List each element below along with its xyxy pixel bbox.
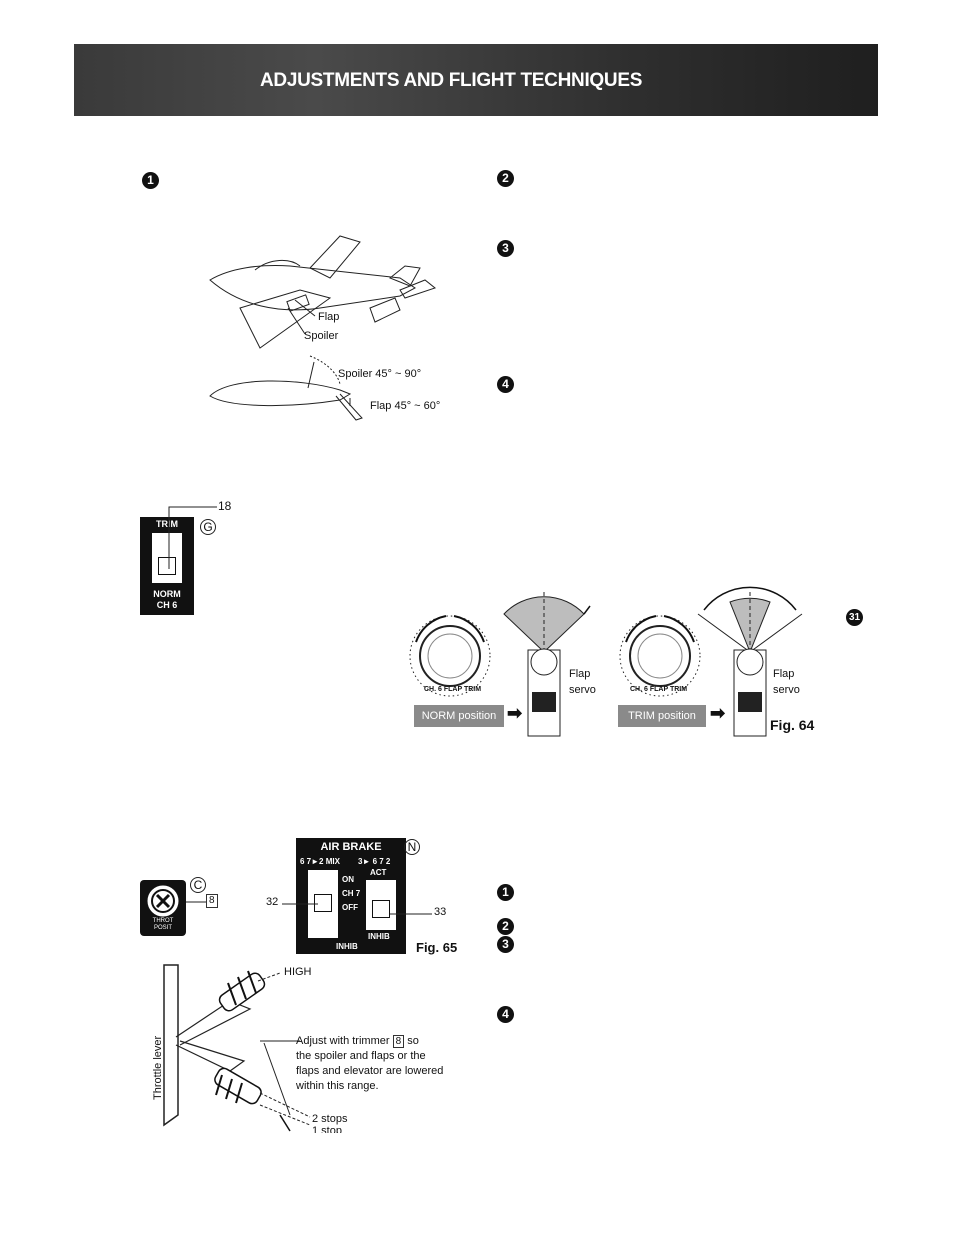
throt-label: THROT [152, 918, 174, 924]
air-brake-panel: AIR BRAKE 6 7►2 MIX 3► 6 7 2 ACT ON CH 7… [296, 838, 406, 954]
norm-label: NORM [153, 589, 181, 599]
trim-position-tag: TRIM position [618, 705, 706, 727]
trimmer-callout-line [186, 901, 206, 903]
bullet-3-lower: 3 [497, 936, 514, 953]
fig64-caption: Fig. 64 [770, 717, 815, 733]
trim-panel-letter: G [200, 519, 216, 535]
high-label: HIGH [284, 966, 312, 978]
bullet-1: 1 [142, 172, 159, 189]
norm-position-tag: NORM position [414, 705, 504, 727]
spoiler-label: Spoiler [304, 330, 339, 342]
trim-dial [619, 615, 701, 697]
one-stop-label: 1 stop [312, 1125, 342, 1133]
bullet-4-lower: 4 [497, 1006, 514, 1023]
ch6-label: CH 6 [156, 600, 178, 610]
trim-label: TRIM [156, 519, 178, 529]
spoiler-angle-label: Spoiler 45° ~ 90° [338, 368, 422, 380]
header-banner: ADJUSTMENTS AND FLIGHT TECHNIQUES [74, 44, 878, 116]
norm-arrow-icon: ➡ [507, 703, 523, 723]
air-brake-switch-32[interactable] [314, 894, 332, 912]
norm-servo [503, 592, 591, 737]
bullet-4: 4 [497, 376, 514, 393]
trim-callout-line [168, 506, 217, 569]
note-line-3: flaps and elevator are lowered [296, 1065, 444, 1077]
off-label: OFF [342, 903, 358, 912]
norm-servo-label-2: servo [569, 684, 596, 696]
callout-32-line [282, 903, 318, 905]
trimmer-callout-number: 8 [206, 894, 218, 908]
side-number: 31 [846, 609, 863, 626]
posit-label: POSIT [153, 925, 172, 931]
bullet-2-lower: 2 [497, 918, 514, 935]
bullet-1-lower: 1 [497, 884, 514, 901]
callout-33-line [390, 913, 432, 915]
throttle-lever-illustration [163, 964, 311, 1132]
inhib-right-label: INHIB [368, 932, 390, 941]
norm-dial [409, 615, 491, 697]
mix-left-label: 6 7►2 MIX [300, 857, 340, 866]
trim-switch-window [152, 533, 182, 583]
trim-servo-label-1: Flap [773, 668, 795, 680]
bullet-2: 2 [497, 170, 514, 187]
air-brake-title: AIR BRAKE [320, 841, 382, 853]
ch7-label: CH 7 [342, 889, 361, 898]
throttle-posit-panel: THROT POSIT [140, 880, 186, 936]
air-brake-switch-window-right [366, 880, 396, 930]
trim-switch-knob[interactable] [158, 557, 176, 575]
throttle-knob-icon [147, 885, 179, 917]
flap-angle-label: Flap 45° ~ 60° [370, 400, 441, 412]
trim-switch-panel: TRIM NORM CH 6 [140, 517, 194, 615]
fig65-caption: Fig. 65 [416, 940, 458, 955]
note-line-2: the spoiler and flaps or the [296, 1050, 426, 1062]
flap-label: Flap [318, 311, 340, 323]
throttle-lever-label: Throttle lever [152, 1035, 164, 1100]
on-label: ON [342, 875, 354, 884]
air-brake-switch-33[interactable] [372, 900, 390, 918]
inhib-left-label: INHIB [336, 942, 358, 951]
throttle-panel-letter: C [190, 877, 206, 893]
two-stops-label: 2 stops [312, 1113, 348, 1125]
page-title: ADJUSTMENTS AND FLIGHT TECHNIQUES [260, 70, 643, 91]
trim-servo [697, 586, 803, 737]
note-line-4: within this range. [296, 1080, 379, 1092]
callout-33: 33 [434, 906, 447, 918]
mix-right-label: 3► 6 7 2 [358, 857, 391, 866]
norm-dial-label: CH. 6 FLAP TRIM [424, 686, 482, 693]
trim-callout-number: 18 [218, 499, 232, 513]
airplane-illustration [209, 235, 437, 421]
act-label: ACT [370, 868, 387, 877]
norm-servo-label-1: Flap [569, 668, 591, 680]
trim-servo-label-2: servo [773, 684, 800, 696]
note-line-1: Adjust with trimmer 8 so [296, 1035, 419, 1048]
air-brake-panel-letter: N [404, 839, 420, 855]
bullet-3: 3 [497, 240, 514, 257]
trim-dial-label: CH. 6 FLAP TRIM [630, 686, 688, 693]
note-trimmer-number: 8 [392, 1035, 405, 1048]
trim-arrow-icon: ➡ [710, 703, 726, 723]
callout-32: 32 [266, 896, 279, 908]
